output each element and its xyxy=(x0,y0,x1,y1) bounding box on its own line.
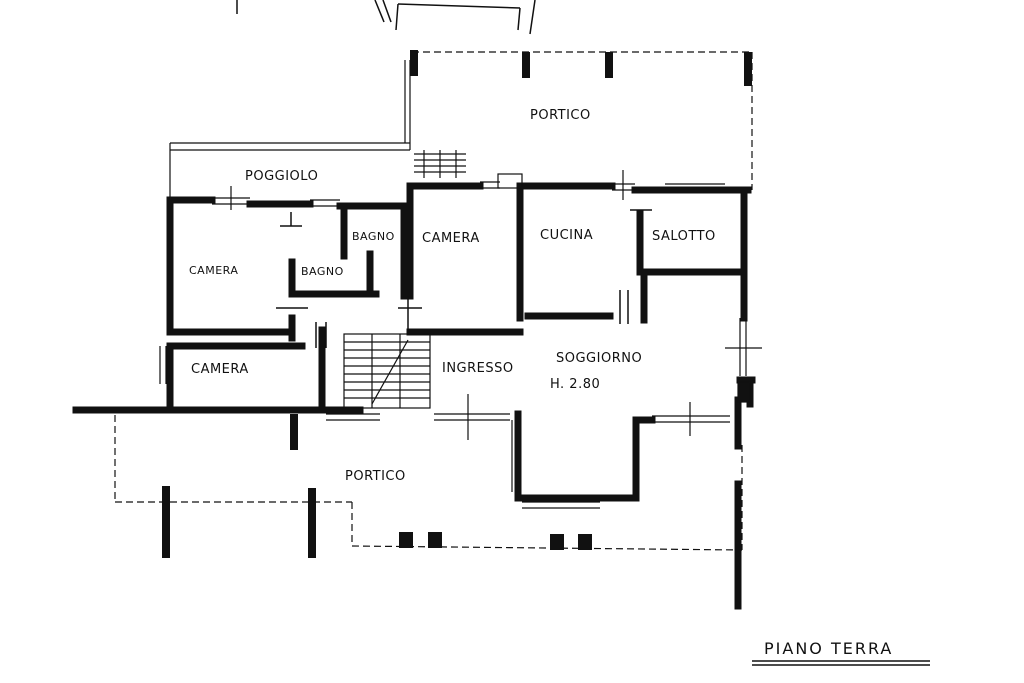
doors xyxy=(276,209,652,348)
room-label-cucina: CUCINA xyxy=(540,228,593,243)
staircase xyxy=(343,150,751,409)
room-label-camera-3: CAMERA xyxy=(191,362,249,377)
windows xyxy=(159,170,762,509)
plan-title: PIANO TERRA xyxy=(764,639,893,658)
room-label-bagno-1: BAGNO xyxy=(352,230,395,243)
room-label-salotto: SALOTTO xyxy=(652,229,716,244)
pillars xyxy=(162,50,752,558)
room-label-ingresso: INGRESSO xyxy=(442,361,514,376)
room-label-poggiolo: POGGIOLO xyxy=(245,169,318,184)
room-label-camera-1: CAMERA xyxy=(189,264,238,277)
portico-outlines xyxy=(114,51,753,551)
room-label-soggiorno: SOGGIORNO xyxy=(556,351,642,366)
title-underline xyxy=(752,660,930,666)
poggiolo-railing xyxy=(169,60,411,200)
room-label-bagno-2: BAGNO xyxy=(301,265,344,278)
walls xyxy=(72,182,756,610)
room-label-portico-top: PORTICO xyxy=(530,108,591,123)
room-label-portico-bottom: PORTICO xyxy=(345,469,406,484)
top-edge-lines xyxy=(236,0,536,35)
room-label-camera-2: CAMERA xyxy=(422,231,480,246)
height-note: H. 2.80 xyxy=(550,377,600,392)
